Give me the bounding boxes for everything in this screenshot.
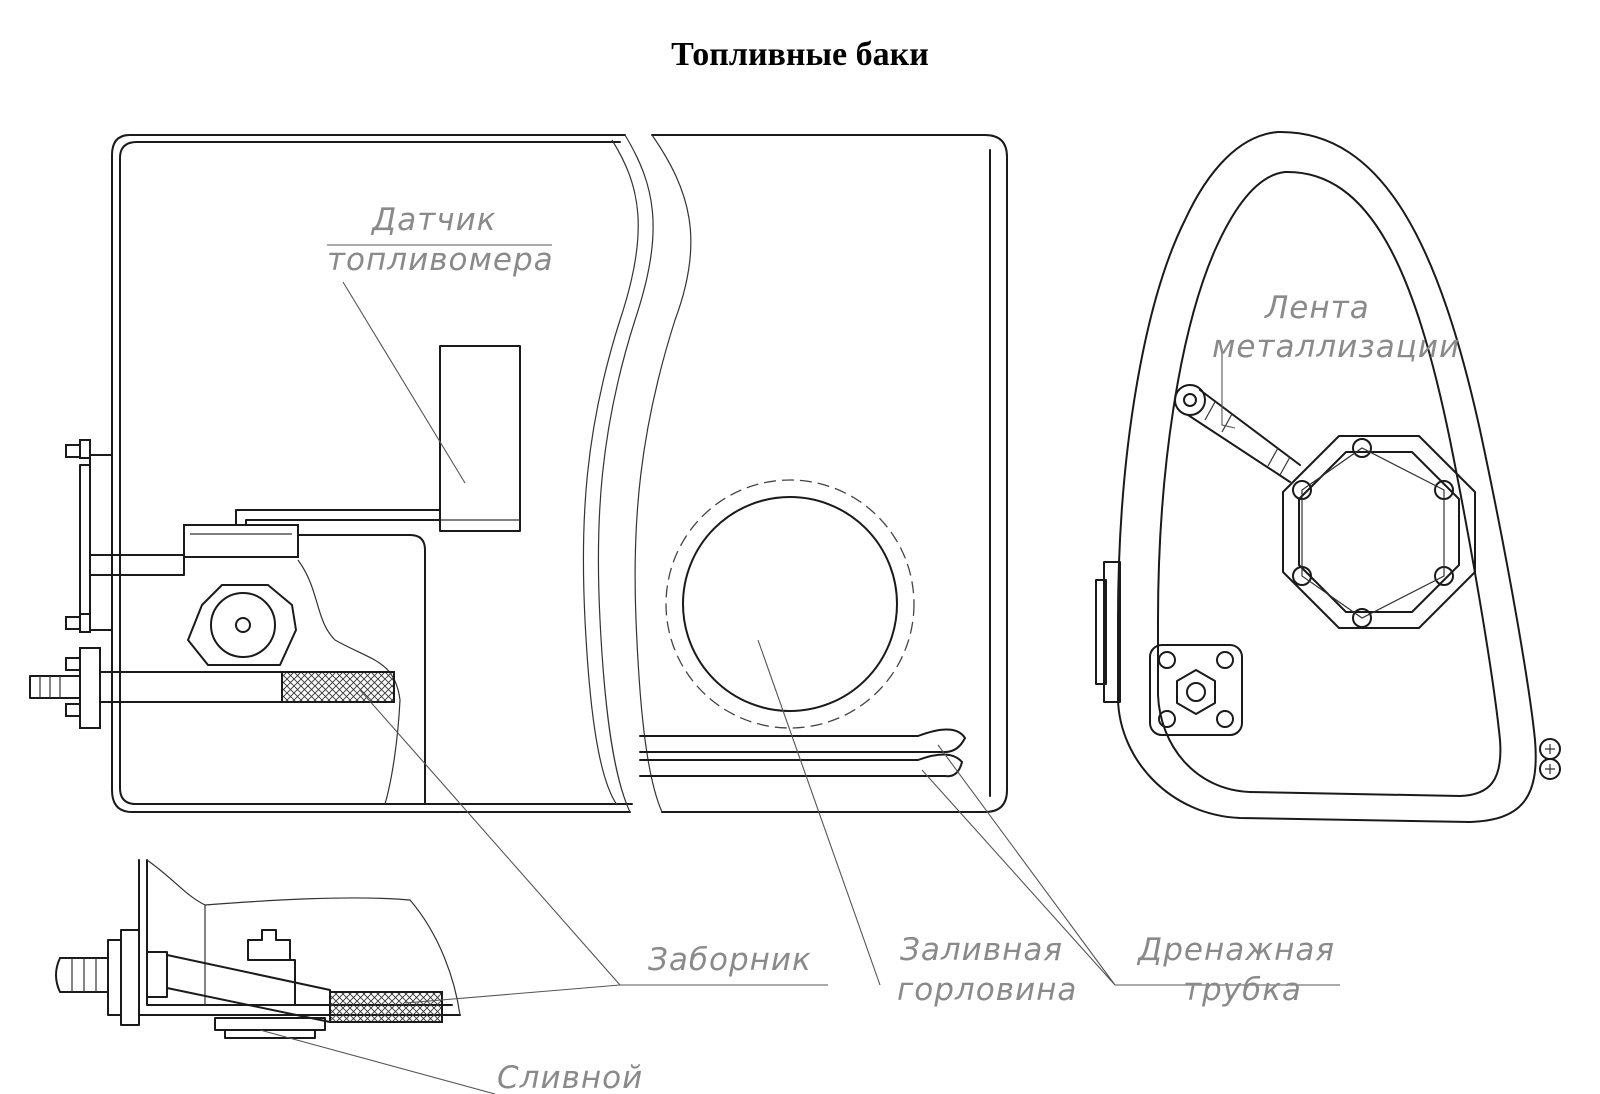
side-flange bbox=[65, 439, 185, 633]
fuel-gauge-sensor bbox=[183, 345, 521, 805]
drain-detail-view bbox=[55, 859, 461, 1039]
tape-label-line1: Лента bbox=[1264, 290, 1370, 326]
fuel-intake-pipe bbox=[29, 647, 395, 729]
drain-boss-front bbox=[1149, 644, 1243, 736]
filler-label-line2: горловина bbox=[897, 972, 1077, 1008]
drainage-tube-side bbox=[639, 728, 966, 778]
drain-tube-label-line1: Дренажная bbox=[1136, 932, 1335, 968]
leader-lines bbox=[259, 244, 1340, 1094]
filler-flange-front bbox=[1282, 435, 1476, 629]
labels: Датчик топливомера Лента металлизации За… bbox=[327, 202, 1460, 1094]
sensor-label-line1: Датчик bbox=[370, 202, 496, 238]
tank-front-view bbox=[1095, 130, 1561, 823]
sensor-label-line2: топливомера bbox=[327, 242, 554, 278]
filler-neck bbox=[665, 479, 915, 729]
intake-label: Заборник bbox=[648, 942, 812, 978]
drain-label: Сливной bbox=[497, 1060, 643, 1094]
page-title: Топливные баки bbox=[671, 36, 929, 73]
drain-tube-label-line2: трубка bbox=[1183, 972, 1302, 1008]
grounding-tape bbox=[1174, 384, 1301, 483]
pump-housing bbox=[187, 559, 401, 805]
filler-label-line1: Заливная bbox=[900, 932, 1063, 968]
tank-side-view-right bbox=[634, 134, 1008, 813]
tape-label-line2: металлизации bbox=[1212, 329, 1460, 365]
